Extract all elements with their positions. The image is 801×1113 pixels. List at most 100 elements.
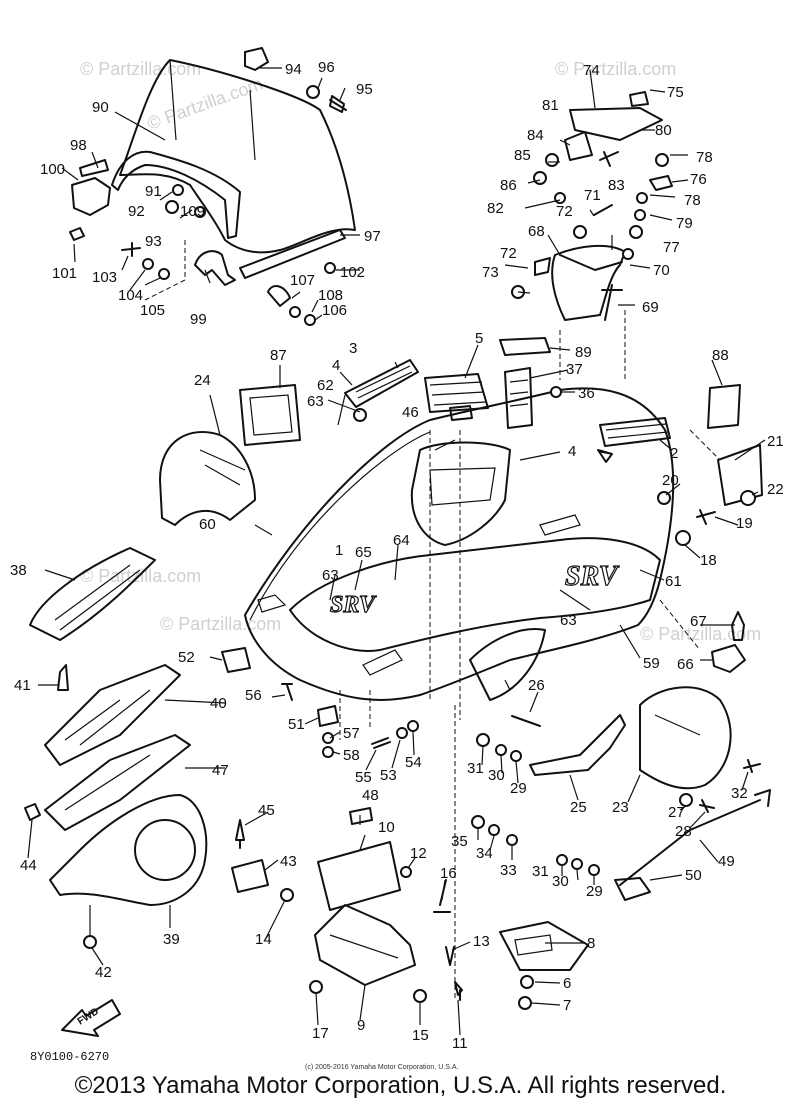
vent-grille-5 (424, 373, 489, 413)
hood-vent-opening (410, 441, 511, 546)
part-label-71: 71 (584, 187, 601, 204)
part-label-98: 98 (70, 137, 87, 154)
part-label-2: 2 (670, 445, 678, 462)
part-label-34: 34 (476, 845, 493, 862)
part-label-10: 10 (378, 819, 395, 836)
part-label-23: 23 (612, 799, 629, 816)
part-label-51: 51 (288, 716, 305, 733)
bracket-43 (231, 859, 269, 893)
part-label-22: 22 (767, 481, 784, 498)
part-label-17: 17 (312, 1025, 329, 1042)
part-label-72b: 72 (500, 245, 517, 262)
part-label-28: 28 (675, 823, 692, 840)
part-label-19: 19 (736, 515, 753, 532)
side-cover-23 (639, 686, 732, 790)
part-label-91: 91 (145, 183, 162, 200)
part-label-104: 104 (118, 287, 143, 304)
part-label-38: 38 (10, 562, 27, 579)
part-label-94: 94 (285, 61, 302, 78)
part-label-25: 25 (570, 799, 587, 816)
part-label-53: 53 (380, 767, 397, 784)
hood-assembly: SRV SRV (244, 387, 721, 720)
part-label-18: 18 (700, 552, 717, 569)
part-label-41: 41 (14, 677, 31, 694)
part-label-5: 5 (475, 330, 483, 347)
part-label-78b: 78 (684, 192, 701, 209)
part-label-6: 6 (563, 975, 571, 992)
part-label-85: 85 (514, 147, 531, 164)
part-label-50: 50 (685, 867, 702, 884)
part-label-86: 86 (500, 177, 517, 194)
vent-grille-37 (504, 367, 533, 429)
part-label-77: 77 (663, 239, 680, 256)
belt-guard-39 (49, 794, 208, 906)
part-label-29b: 29 (586, 883, 603, 900)
windshield-lower-strip (239, 229, 346, 279)
part-label-20: 20 (662, 472, 679, 489)
part-label-59: 59 (643, 655, 660, 672)
part-label-92: 92 (128, 203, 145, 220)
part-label-95: 95 (356, 81, 373, 98)
part-label-63: 63 (307, 393, 324, 410)
part-label-82: 82 (487, 200, 504, 217)
copyright-notice: ©2013 Yamaha Motor Corporation, U.S.A. A… (74, 1072, 727, 1099)
bracket-25 (529, 714, 626, 776)
part-label-74: 74 (583, 62, 600, 79)
part-label-39: 39 (163, 931, 180, 948)
watermark: © Partzilla.com (145, 73, 266, 133)
part-label-90: 90 (92, 99, 109, 116)
part-label-105: 105 (140, 302, 165, 319)
panel-47 (44, 734, 191, 831)
part-label-99: 99 (190, 311, 207, 328)
side-cover-24 (159, 431, 256, 526)
windshield-trim (111, 150, 241, 239)
part-label-93: 93 (145, 233, 162, 250)
part-label-29: 29 (510, 780, 527, 797)
part-label-73: 73 (482, 264, 499, 281)
part-label-11: 11 (452, 1035, 468, 1052)
part-label-35: 35 (451, 833, 468, 850)
part-labels: 94 96 95 90 98 100 91 92 109 93 97 101 1… (10, 59, 784, 1052)
watermark: © Partzilla.com (80, 566, 201, 586)
part-label-72: 72 (556, 203, 573, 220)
watermark: © Partzilla.com (160, 614, 281, 634)
part-label-84: 84 (527, 127, 544, 144)
part-label-40: 40 (210, 695, 227, 712)
right-side-parts (657, 444, 763, 673)
clip-94 (244, 47, 269, 71)
bracket-66 (711, 644, 746, 673)
left-side-parts (24, 431, 419, 949)
part-label-106: 106 (322, 302, 347, 319)
watermark: © Partzilla.com (555, 59, 676, 79)
part-label-31: 31 (467, 760, 484, 777)
part-label-42: 42 (95, 964, 112, 981)
part-label-52: 52 (178, 649, 195, 666)
part-label-47: 47 (212, 762, 229, 779)
part-label-107: 107 (290, 272, 315, 289)
part-label-56: 56 (245, 687, 262, 704)
bracket-9 (314, 904, 416, 986)
part-label-58: 58 (343, 747, 360, 764)
cable-49 (619, 789, 771, 886)
decal-88 (707, 384, 741, 429)
part-label-48: 48 (362, 787, 379, 804)
forward-arrow: FWD (61, 999, 121, 1037)
part-label-21: 21 (767, 433, 784, 450)
part-label-7: 7 (563, 997, 571, 1014)
hood-skirt (469, 628, 546, 701)
part-label-63c: 63 (560, 612, 577, 629)
part-label-55: 55 (355, 769, 372, 786)
windshield-handle (194, 250, 236, 286)
srv-logo-side: SRV (565, 561, 620, 592)
fwd-arrow-icon (61, 999, 121, 1037)
leader-lines (27, 67, 766, 1036)
part-label-64: 64 (393, 532, 410, 549)
part-label-70: 70 (653, 262, 670, 279)
part-label-32: 32 (731, 785, 748, 802)
part-label-30: 30 (488, 767, 505, 784)
vent-grille-3 (344, 359, 419, 408)
part-label-76: 76 (690, 171, 707, 188)
part-label-63b: 63 (322, 567, 339, 584)
part-label-108: 108 (318, 287, 343, 304)
bracket-21 (717, 444, 763, 506)
